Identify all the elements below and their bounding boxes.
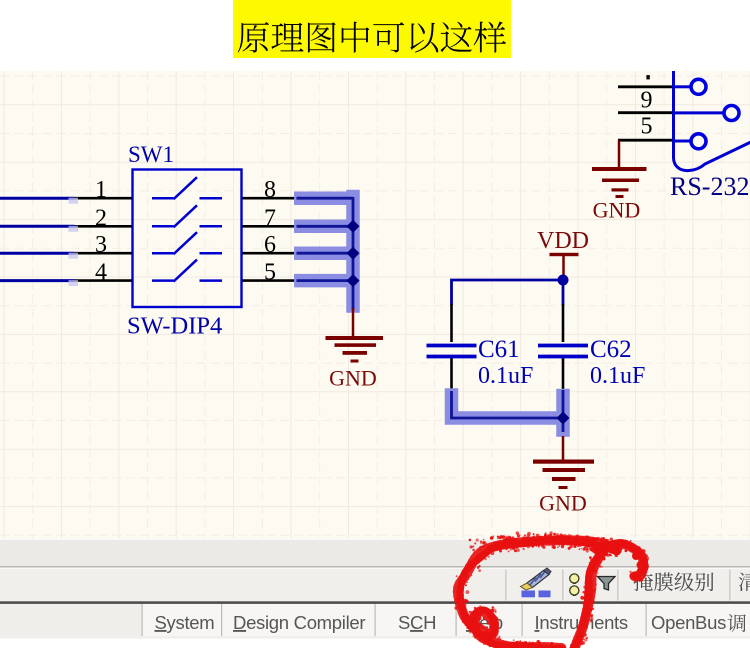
svg-text:6: 6 <box>264 232 276 258</box>
svg-text:C61: C61 <box>478 336 520 363</box>
svg-text:Design Compiler: Design Compiler <box>233 612 365 633</box>
svg-text:Help: Help <box>466 612 503 633</box>
svg-text:1: 1 <box>95 177 107 203</box>
svg-text:2: 2 <box>95 205 107 231</box>
svg-text:GND: GND <box>329 366 377 391</box>
svg-text:SW1: SW1 <box>128 142 174 167</box>
svg-text:5: 5 <box>264 260 276 286</box>
svg-text:GND: GND <box>539 491 587 516</box>
svg-text:Instruments: Instruments <box>535 612 628 633</box>
svg-text:OpenBus: OpenBus <box>651 612 726 633</box>
svg-text:9: 9 <box>641 88 653 114</box>
svg-text:GND: GND <box>593 198 641 223</box>
svg-text:8: 8 <box>264 177 276 203</box>
svg-text:7: 7 <box>264 205 276 231</box>
svg-text:VDD: VDD <box>537 228 589 254</box>
svg-text:SCH: SCH <box>398 612 436 633</box>
svg-text:5: 5 <box>641 114 653 140</box>
svg-text:0.1uF: 0.1uF <box>478 363 533 389</box>
svg-text:4: 4 <box>95 260 107 286</box>
svg-text:0.1uF: 0.1uF <box>590 363 645 389</box>
svg-text:3: 3 <box>95 232 107 258</box>
svg-text:System: System <box>155 612 215 633</box>
svg-text:C62: C62 <box>590 336 632 363</box>
svg-text:RS-232: RS-232 <box>670 172 749 201</box>
svg-text:SW-DIP4: SW-DIP4 <box>127 313 222 340</box>
